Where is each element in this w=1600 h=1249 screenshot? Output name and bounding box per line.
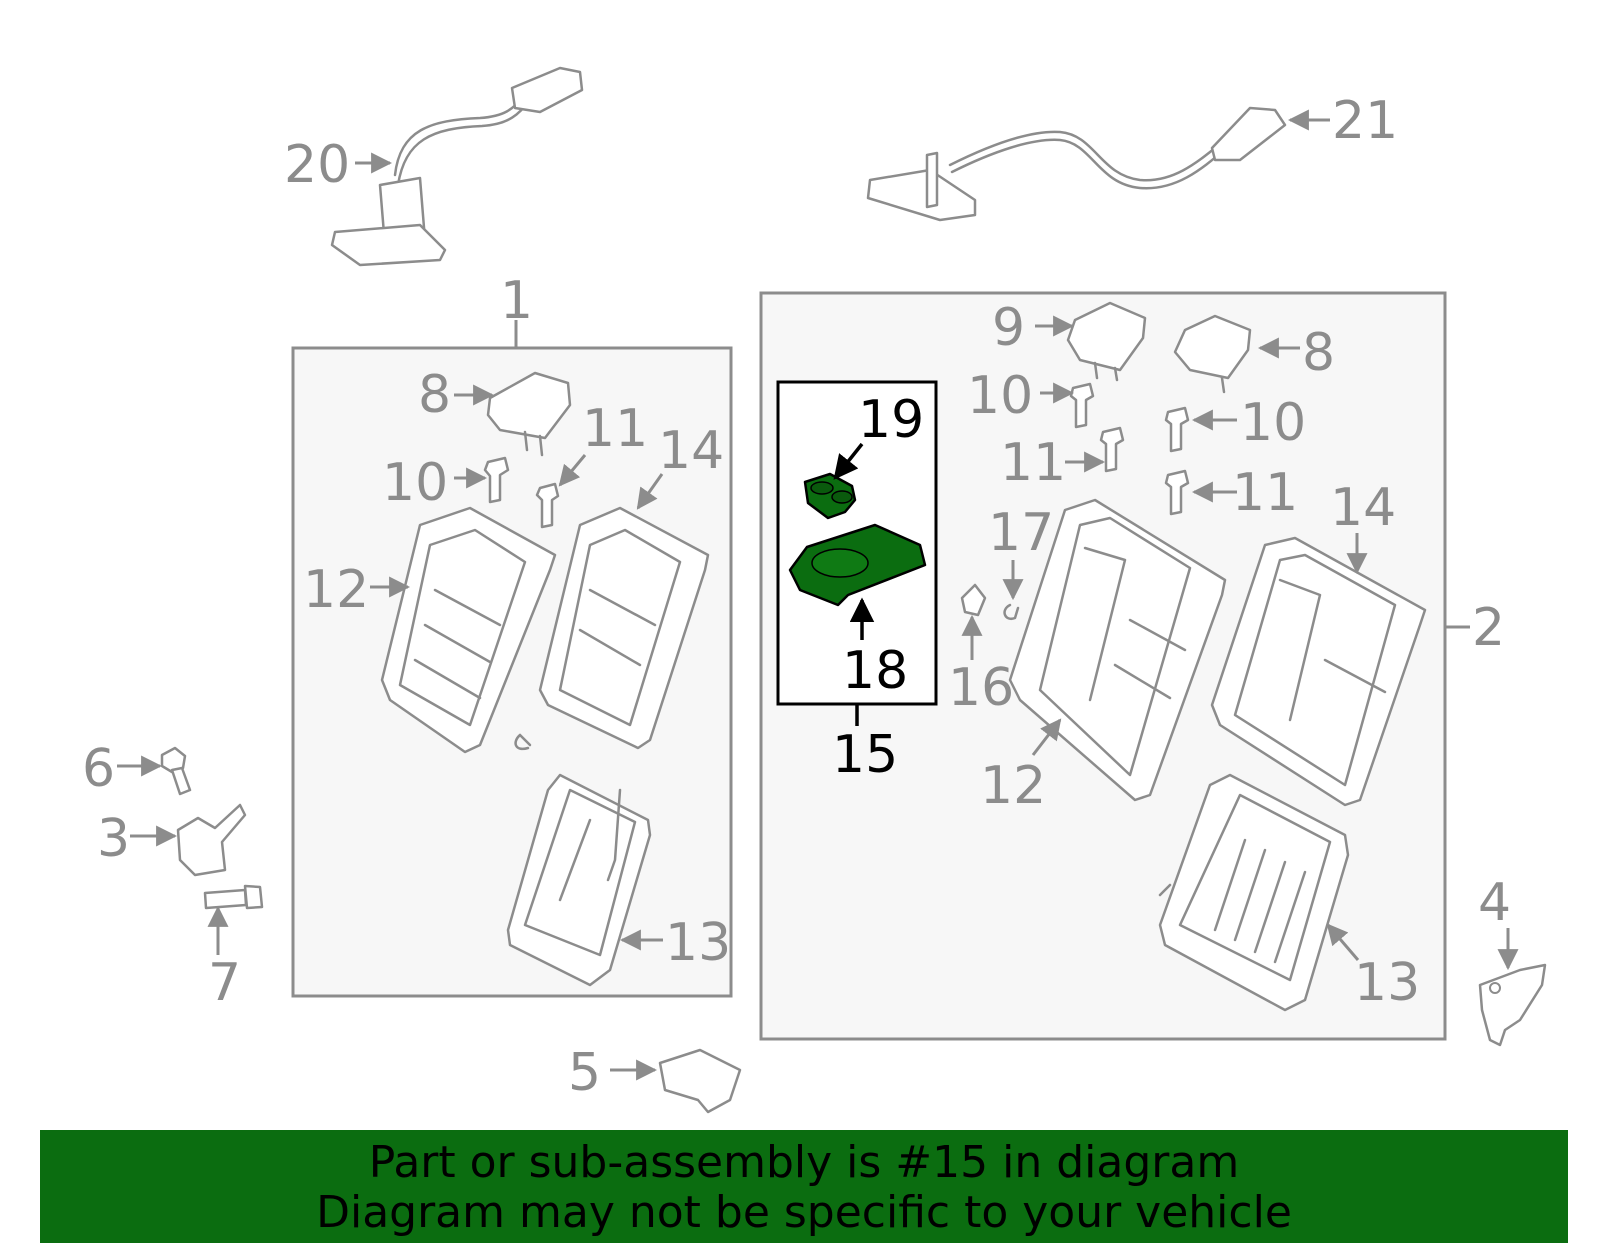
callout-8-right: 8 xyxy=(1302,323,1335,383)
seatback-cover-12-left xyxy=(380,506,557,754)
callout-4: 4 xyxy=(1478,873,1511,933)
cupholder-19 xyxy=(803,472,857,520)
bracket-3 xyxy=(176,803,247,877)
callout-19: 19 xyxy=(858,390,924,450)
callout-14-right: 14 xyxy=(1330,478,1396,538)
bracket-4 xyxy=(1478,963,1547,1047)
cable-21 xyxy=(866,106,1287,222)
callout-7: 7 xyxy=(208,953,241,1013)
callout-11-left: 11 xyxy=(582,399,648,459)
callout-11-right-a: 11 xyxy=(1000,433,1066,493)
clip-16 xyxy=(960,583,987,617)
frame-13-right xyxy=(1158,773,1350,1012)
hook-left xyxy=(514,733,532,751)
cable-20 xyxy=(330,66,584,267)
callout-20: 20 xyxy=(284,135,350,195)
callout-17: 17 xyxy=(988,503,1054,563)
callout-13-right: 13 xyxy=(1354,953,1420,1013)
guide-10-right-b xyxy=(1164,406,1190,453)
callout-5: 5 xyxy=(568,1043,601,1103)
notice-banner: Part or sub-assembly is #15 in diagram D… xyxy=(40,1130,1568,1243)
guide-11-left xyxy=(535,482,560,529)
bolt-6 xyxy=(160,746,192,796)
headrest-8-left xyxy=(486,371,572,457)
bracket-5 xyxy=(658,1048,742,1114)
frame-13-left xyxy=(506,773,652,987)
headrest-9 xyxy=(1066,301,1147,382)
callout-18: 18 xyxy=(842,641,908,701)
callout-9: 9 xyxy=(992,298,1025,358)
seatback-cover-12-right xyxy=(1008,498,1227,802)
callout-16: 16 xyxy=(948,658,1014,718)
seatback-pad-14-right xyxy=(1210,536,1427,807)
callout-21: 21 xyxy=(1332,91,1398,151)
callout-1: 1 xyxy=(500,271,533,331)
callout-14-left: 14 xyxy=(658,421,724,481)
callout-11-right-b: 11 xyxy=(1232,463,1298,523)
bolt-7 xyxy=(203,884,264,910)
armrest-18 xyxy=(788,523,927,607)
callout-10-left: 10 xyxy=(382,453,448,513)
callout-3: 3 xyxy=(97,809,130,869)
callout-2: 2 xyxy=(1472,598,1505,658)
hook-17 xyxy=(1003,603,1020,621)
seatback-pad-14-left xyxy=(538,506,710,750)
guide-11-right-b xyxy=(1164,469,1190,516)
callout-10-right-a: 10 xyxy=(967,366,1033,426)
notice-line-1: Part or sub-assembly is #15 in diagram xyxy=(368,1137,1240,1188)
headrest-8-right xyxy=(1173,314,1252,394)
notice-line-2: Diagram may not be specific to your vehi… xyxy=(316,1187,1292,1238)
callout-13-left: 13 xyxy=(665,913,731,973)
guide-11-right-a xyxy=(1099,426,1125,473)
callout-6: 6 xyxy=(82,739,115,799)
callout-8-left: 8 xyxy=(418,365,451,425)
callout-10-right-b: 10 xyxy=(1240,393,1306,453)
callout-15: 15 xyxy=(832,725,898,785)
callout-12-left: 12 xyxy=(303,560,369,620)
callout-12-right: 12 xyxy=(980,756,1046,816)
